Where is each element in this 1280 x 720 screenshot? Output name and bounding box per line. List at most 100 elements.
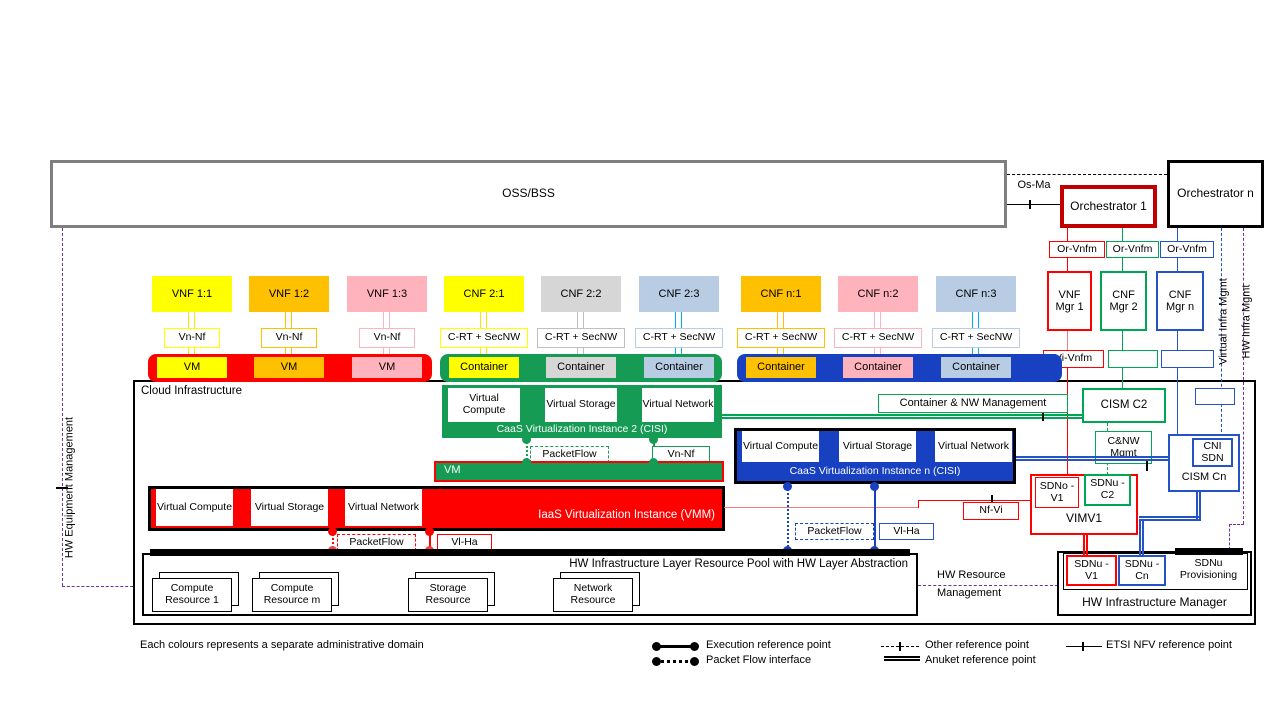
vm-box-1: VM: [157, 357, 227, 378]
caasn-title: CaaS Virtualization Instance n (CISI): [789, 465, 961, 477]
cism-c2-box: CISM C2: [1082, 388, 1166, 423]
nf-vi-label: Nf-Vi: [963, 502, 1019, 520]
execution-dot: [522, 458, 531, 467]
hw-resource-mgmt-label-1: HW Resource: [937, 569, 1006, 581]
vnf-mgr-1-box: VNF Mgr 1: [1047, 271, 1092, 331]
or-vnfm-box-red: Or-Vnfm: [1049, 241, 1105, 258]
vim-to-sdnu-v1-double-line: [1083, 534, 1088, 556]
sdnu-provisioning-bar: [1175, 548, 1243, 555]
nf-vi-etsi-tick: [991, 495, 993, 505]
vm-box-2: VM: [254, 357, 324, 378]
compute-resource-1-box: Compute Resource 1: [152, 578, 232, 612]
legend-note: Each colours represents a separate admin…: [140, 639, 424, 651]
red-line-vnfmgr-to-vivnfm: [1067, 331, 1068, 368]
hw-infra-mgmt-dashed-drop: [1229, 524, 1230, 550]
hw-abstraction-bar: [150, 549, 910, 556]
packet-flow-icon-dot: [690, 657, 699, 666]
execution-dot: [425, 527, 434, 536]
vi-vnfm-empty-box-green: [1108, 350, 1158, 368]
cism-cn-to-sdnu-cn-double-line: [1139, 520, 1144, 556]
execution-dot: [870, 482, 879, 491]
c-rt-secnw-box-2: C-RT + SecNW: [537, 328, 625, 348]
hw-equipment-mgmt-label: HW Equipment Management: [63, 416, 76, 559]
execution-icon-dot: [652, 642, 661, 651]
nf-vi-line-step: [918, 500, 919, 508]
hw-infra-mgmt-dashed-line: [1243, 228, 1244, 524]
cism-cn-drop-double-line: [1196, 492, 1201, 519]
vn-nf-box-3: Vn-Nf: [359, 328, 415, 348]
vm-bar-label: VM: [444, 464, 461, 476]
hw-infra-mgmt-label: HW Infra Mgmt: [1240, 284, 1253, 359]
cnw-mgmt-box: C&NW Mgmt: [1095, 431, 1152, 464]
execution-dot: [649, 458, 658, 467]
cism-cn-elbow-double-line: [1139, 516, 1201, 521]
iaas-title: IaaS Virtualization Instance (VMM): [538, 509, 715, 521]
cnf-2-1-box: CNF 2:1: [444, 276, 524, 312]
etsi-reference-icon-tick: [1082, 642, 1084, 651]
iaas-virtual-storage: Virtual Storage: [251, 489, 328, 526]
nf-vi-line-2: [918, 500, 1030, 501]
caasn-packetflow-line: [787, 484, 789, 551]
vi-vnfm-empty-box-blue: [1161, 350, 1214, 368]
hw-equipment-mgmt-dashed-vline: [62, 228, 63, 586]
iaas-vl-ha-line: [429, 531, 431, 551]
cnf-n-1-box: CNF n:1: [741, 276, 821, 312]
oss-bss-label: OSS/BSS: [502, 186, 555, 201]
caas2-virtual-storage: Virtual Storage: [545, 388, 617, 422]
c-rt-secnw-box-4: C-RT + SecNW: [737, 328, 825, 348]
iaas-virtual-compute: Virtual Compute: [156, 489, 233, 526]
hw-pool-title: HW Infrastructure Layer Resource Pool wi…: [569, 558, 908, 570]
os-ma-label: Os-Ma: [1017, 179, 1051, 191]
orchestrator-n-box: Orchestrator n: [1167, 160, 1264, 228]
c-rt-secnw-box-3: C-RT + SecNW: [635, 328, 723, 348]
storage-resource-box: Storage Resource: [408, 578, 488, 612]
anuket-line-caas2-cism-c2: [722, 414, 1082, 419]
iaas-virtual-network: Virtual Network: [345, 489, 422, 526]
sdnu-cn-box: SDNu -Cn: [1118, 555, 1166, 586]
cloud-infrastructure-title: Cloud Infrastructure: [141, 385, 242, 397]
red-line-vivnfm-to-sdno: [1067, 368, 1068, 477]
legend-etsi-label: ETSI NFV reference point: [1106, 639, 1232, 651]
cnf-n-2-box: CNF n:2: [838, 276, 918, 312]
hw-equipment-mgmt-dashed-hline: [62, 586, 133, 587]
caas2-title: CaaS Virtualization Instance 2 (CISI): [496, 423, 668, 435]
anuket-green-etsi-tick: [1042, 410, 1044, 421]
etsi-reference-icon: [1066, 646, 1102, 647]
anuket-blue-etsi-tick: [1146, 461, 1148, 471]
container-box-1: Container: [449, 357, 519, 378]
or-vnfm-box-green: Or-Vnfm: [1106, 241, 1159, 258]
cnf-n-3-box: CNF n:3: [936, 276, 1016, 312]
sdno-v1-box: SDNo -V1: [1035, 477, 1079, 508]
oss-bss-box: OSS/BSS: [50, 160, 1007, 228]
container-box-6: Container: [941, 357, 1011, 378]
vnf-1-3-box: VNF 1:3: [347, 276, 427, 312]
caasn-packetflow-label: PacketFlow: [795, 523, 874, 540]
legend-packet-flow-label: Packet Flow interface: [706, 654, 812, 666]
container-nw-mgmt-box: Container & NW Management: [878, 394, 1068, 413]
network-resource-box: Network Resource: [553, 578, 633, 612]
execution-dot: [649, 435, 658, 444]
iaas-packetflow-label: PacketFlow: [337, 534, 416, 551]
cnf-2-3-box: CNF 2:3: [639, 276, 719, 312]
cnf-mgr-n-box: CNF Mgr n: [1156, 271, 1204, 331]
vim-v1-label: VIMV1: [1065, 511, 1102, 525]
execution-dot: [522, 435, 531, 444]
legend-execution-label: Execution reference point: [706, 639, 831, 651]
os-ma-etsi-tick: [1029, 200, 1031, 209]
packet-flow-icon-dot: [652, 657, 661, 666]
other-reference-icon-tick: [899, 642, 901, 651]
vnf-1-2-box: VNF 1:2: [249, 276, 329, 312]
container-box-2: Container: [546, 357, 616, 378]
orchestrator-1-box: Orchestrator 1: [1060, 185, 1157, 228]
legend-other-label: Other reference point: [925, 639, 1029, 651]
legend-anuket-label: Anuket reference point: [925, 654, 1036, 666]
sdnu-provisioning-label: SDNu Provisioning: [1179, 557, 1238, 582]
sdnu-c2-box: SDNu -C2: [1084, 474, 1131, 506]
c-rt-secnw-box-5: C-RT + SecNW: [834, 328, 922, 348]
or-vnfm-box-blue: Or-Vnfm: [1160, 241, 1214, 258]
vm-bar: [434, 461, 724, 482]
caas2-virtual-compute: Virtual Compute: [448, 388, 520, 422]
blue-line-cnfmgrn-to-cism-cn: [1177, 331, 1178, 434]
iaas-packetflow-line: [332, 531, 334, 551]
hw-infra-manager-label: HW Infrastructure Manager: [1082, 595, 1227, 609]
